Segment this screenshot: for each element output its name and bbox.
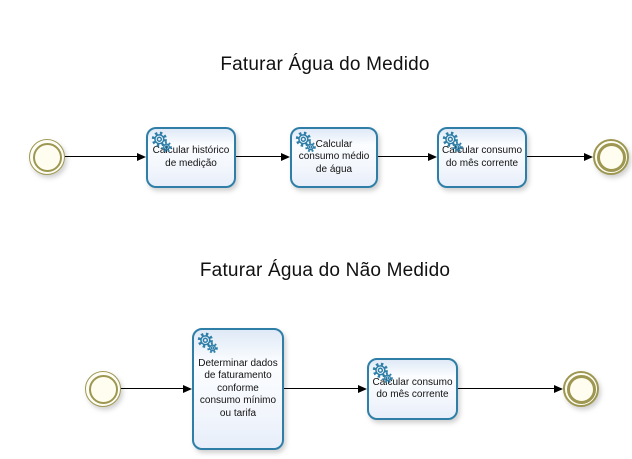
flow-line (121, 387, 183, 390)
service-task-gears-icon (196, 332, 219, 354)
task-label: Determinar dados de faturamento conforme… (198, 357, 278, 419)
service-task-gears-icon (441, 131, 464, 153)
flow-title-nao-medido: Faturar Água do Não Medido (199, 260, 451, 281)
flow-line (458, 387, 554, 390)
end-event-nao-medido[interactable] (563, 371, 599, 407)
flow-title-medido: Faturar Água do Medido (220, 54, 430, 75)
end-event-ring-inner (596, 142, 626, 172)
end-event-medido[interactable] (593, 139, 629, 175)
task-calcular-consumo-mes-corrente-medido[interactable]: Calcular consumo do mês corrente (437, 127, 527, 188)
end-event-ring (563, 371, 599, 407)
sequence-flow (65, 152, 146, 161)
start-event-ring (85, 371, 121, 407)
start-event-nao-medido[interactable] (85, 371, 121, 407)
sequence-flow (458, 384, 563, 393)
end-event-ring (593, 139, 629, 175)
arrowhead-icon (358, 384, 367, 393)
flow-line (284, 387, 358, 390)
sequence-flow (378, 152, 437, 161)
end-event-ring-inner (566, 374, 596, 404)
arrowhead-icon (183, 384, 192, 393)
sequence-flow (284, 384, 367, 393)
service-task-gears-icon (371, 362, 394, 384)
start-event-medido[interactable] (29, 139, 65, 175)
start-event-ring (29, 139, 65, 175)
service-task-gears-icon (294, 131, 317, 153)
flow-line (65, 155, 137, 158)
task-label: Calcular consumo do mês corrente (441, 145, 523, 169)
flow-line (236, 155, 281, 158)
arrowhead-icon (584, 152, 593, 161)
task-calcular-historico-medicao[interactable]: Calcular histórico de medição (146, 127, 236, 188)
task-label: Calcular histórico de medição (152, 145, 230, 169)
sequence-flow (236, 152, 290, 161)
task-determinar-dados-faturamento[interactable]: Determinar dados de faturamento conforme… (192, 328, 284, 450)
task-label: Calcular consumo médio de água (298, 138, 370, 175)
task-calcular-consumo-medio[interactable]: Calcular consumo médio de água (290, 127, 378, 188)
arrowhead-icon (554, 384, 563, 393)
flow-line (378, 155, 428, 158)
start-event-ring-inner (32, 142, 62, 172)
sequence-flow (121, 384, 192, 393)
sequence-flow (527, 152, 593, 161)
task-label: Calcular consumo do mês corrente (372, 376, 453, 401)
flow-line (527, 155, 584, 158)
service-task-gears-icon (150, 131, 173, 153)
arrowhead-icon (281, 152, 290, 161)
arrowhead-icon (428, 152, 437, 161)
arrowhead-icon (137, 152, 146, 161)
start-event-ring-inner (88, 374, 118, 404)
task-calcular-consumo-mes-corrente-nao-medido[interactable]: Calcular consumo do mês corrente (367, 358, 458, 420)
